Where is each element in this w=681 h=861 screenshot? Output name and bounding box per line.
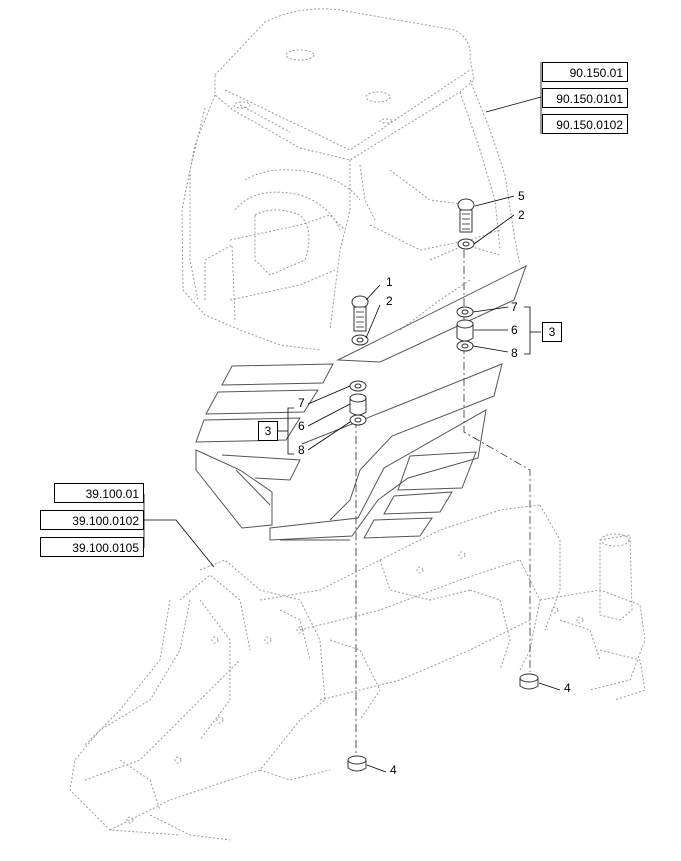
ring-left-bottom <box>349 414 367 426</box>
callout-mount-left: 4 <box>390 763 397 777</box>
ref-left-0[interactable]: 39.100.01 <box>54 483 144 503</box>
washer-right-top <box>457 238 475 250</box>
frame-outline <box>69 504 646 841</box>
callout-bolt-left: 1 <box>386 275 393 289</box>
callout-ring-right-top: 7 <box>511 300 518 314</box>
ref-top-1[interactable]: 90.150.0101 <box>542 88 628 108</box>
callout-mount-right: 4 <box>564 681 571 695</box>
ref-top-2[interactable]: 90.150.0102 <box>542 114 628 134</box>
callout-ring-left-bottom: 8 <box>298 443 305 457</box>
ring-right-top <box>456 306 474 318</box>
callout-bushing-left: 6 <box>298 419 305 433</box>
callout-bushing-right: 6 <box>511 323 518 337</box>
callout-washer-right: 2 <box>518 208 525 222</box>
leader-lines <box>143 62 561 773</box>
mount-left <box>347 755 367 772</box>
bushing-right <box>456 319 474 342</box>
group-box-left[interactable]: 3 <box>258 421 278 441</box>
bolt-left <box>351 295 369 332</box>
ref-left-2[interactable]: 39.100.0105 <box>40 537 144 557</box>
decal-panels <box>195 264 527 541</box>
ring-left-top <box>349 380 367 392</box>
ref-left-1[interactable]: 39.100.0102 <box>40 510 144 530</box>
cab-outline <box>181 8 521 351</box>
bushing-left <box>349 393 367 416</box>
group-box-right[interactable]: 3 <box>542 322 562 342</box>
callout-ring-left-top: 7 <box>298 396 305 410</box>
callout-bolt-right: 5 <box>518 189 525 203</box>
ref-top-0[interactable]: 90.150.01 <box>542 62 628 82</box>
callout-washer-left: 2 <box>386 294 393 308</box>
callout-ring-right-bottom: 8 <box>511 346 518 360</box>
bolt-right <box>457 198 475 233</box>
ring-right-bottom <box>456 340 474 352</box>
assembly-axes <box>355 250 531 755</box>
mount-right <box>519 673 539 690</box>
washer-left-top <box>351 334 369 346</box>
